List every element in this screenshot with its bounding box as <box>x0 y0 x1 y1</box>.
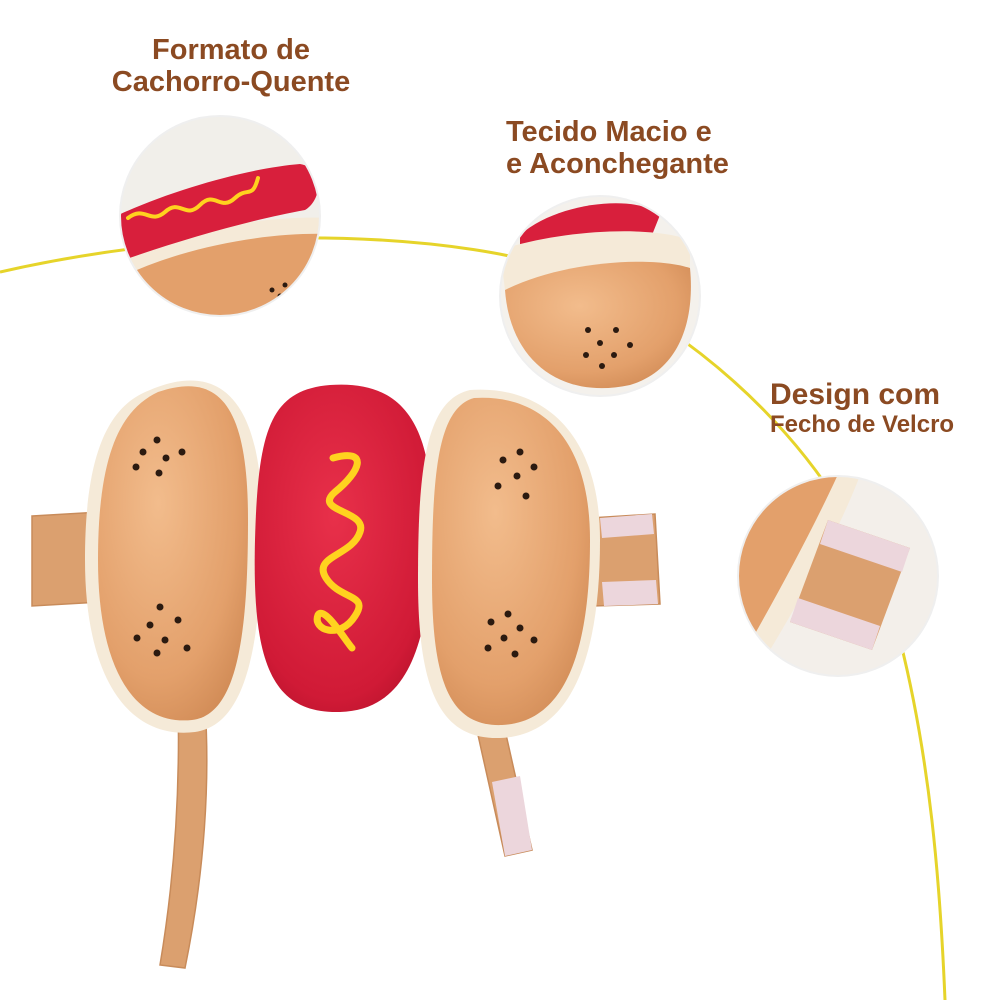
detail-circle-fabric <box>499 195 701 397</box>
sausage <box>254 384 432 713</box>
right-bun <box>418 389 600 739</box>
feature-label-velcro-line1: Design com <box>770 378 941 411</box>
feature-label-shape-line1: Formato de <box>152 34 310 66</box>
feature-label-shape-line2: Cachorro-Quente <box>111 66 351 99</box>
right-strap <box>477 729 533 857</box>
feature-label-velcro: Design com Fecho de Velcro <box>770 378 995 438</box>
mustard-zigzag <box>313 452 365 652</box>
hotdog-costume <box>31 380 661 969</box>
detail-circle-velcro <box>737 475 939 677</box>
right-side-tab <box>589 513 661 607</box>
guide-curve <box>0 236 947 1000</box>
detail-circle-shape <box>119 115 321 317</box>
left-strap <box>159 699 208 969</box>
feature-label-fabric: Tecido Macio e e Aconchegante <box>506 116 786 181</box>
feature-label-shape: Formato de Cachorro-Quente <box>96 34 366 99</box>
feature-label-fabric-line2: e Aconchegante <box>506 148 729 181</box>
feature-label-fabric-line1: Tecido Macio e <box>506 116 712 148</box>
feature-label-velcro-line2: Fecho de Velcro <box>770 410 955 438</box>
left-bun <box>85 380 262 733</box>
